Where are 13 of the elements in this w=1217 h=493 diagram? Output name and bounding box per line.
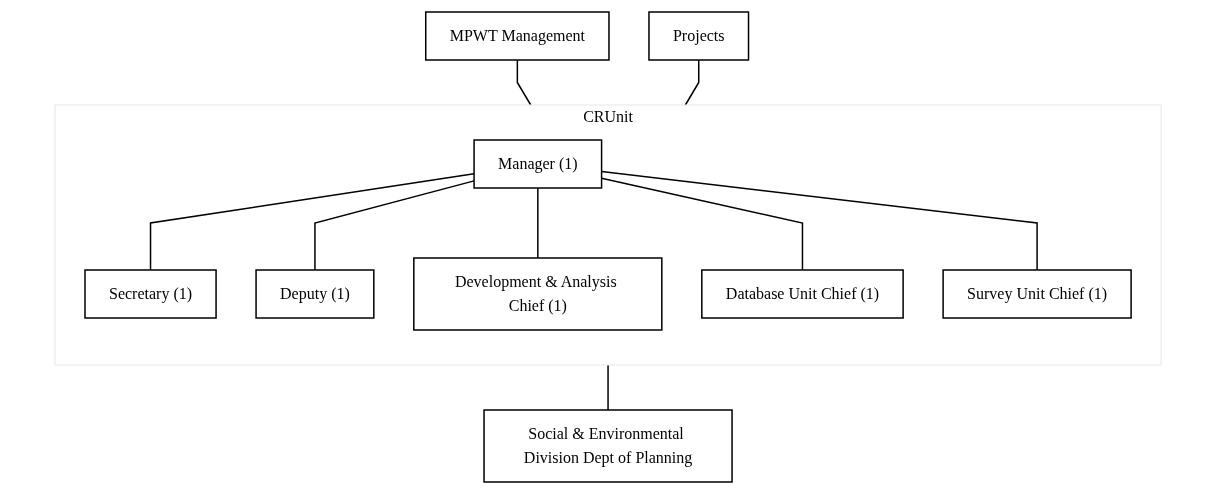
node-box: MPWT Management — [425, 10, 611, 61]
node-box: Deputy (1) — [255, 268, 376, 319]
connector — [607, 363, 610, 411]
connector — [685, 58, 700, 106]
node-box: Manager (1) — [473, 138, 603, 189]
node-box: Secretary (1) — [84, 268, 218, 319]
node-box: Social & Environmental Division Dept of Planning — [483, 408, 734, 483]
node-box: Survey Unit Chief (1) — [942, 268, 1133, 319]
connector — [517, 58, 532, 106]
connector — [537, 186, 540, 259]
node-box: Development & Analysis Chief (1) — [413, 256, 664, 331]
node-box: Projects — [648, 10, 750, 61]
node-box: Database Unit Chief (1) — [701, 268, 905, 319]
